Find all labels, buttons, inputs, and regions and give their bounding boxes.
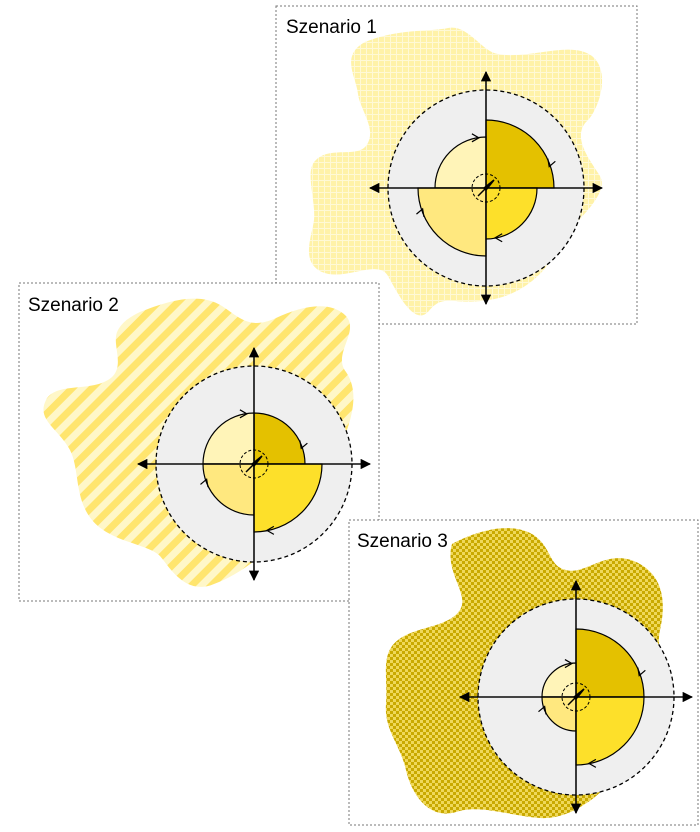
quadrant-sector	[575, 628, 645, 698]
compass-needle-icon	[567, 688, 585, 706]
scenario-label: Szenario 3	[357, 531, 448, 552]
quadrant-sector	[575, 696, 645, 766]
scenario-label: Szenario 1	[286, 17, 377, 38]
quadrant-sector	[202, 463, 255, 516]
flow-arrow	[299, 440, 308, 450]
flow-arrow	[538, 705, 547, 715]
compass-needle-icon	[477, 179, 495, 197]
center-ring	[471, 173, 501, 203]
quadrant-sector	[434, 136, 487, 189]
quadrant-sector	[202, 412, 255, 465]
quadrant-sector	[541, 696, 577, 732]
flow-arrow	[493, 233, 503, 243]
flow-arrow	[416, 207, 425, 217]
center-ring	[561, 682, 591, 712]
flow-arrow	[637, 667, 646, 677]
flow-arrow	[239, 409, 249, 419]
quadrant-sector	[253, 412, 306, 465]
scenario-3: Szenario 3	[348, 519, 699, 826]
quadrant-sector	[485, 119, 555, 189]
flow-arrow	[200, 478, 209, 488]
quadrant-sector	[541, 662, 577, 698]
quadrant-sector	[253, 463, 323, 533]
flow-arrow	[587, 758, 597, 768]
quadrant-sector	[485, 187, 538, 240]
quadrant-sector	[417, 187, 487, 257]
flow-arrow	[547, 158, 556, 168]
compass-needle-icon	[245, 455, 263, 473]
scenario-2: Szenario 2	[18, 282, 380, 602]
flow-arrow	[564, 659, 574, 669]
scenario-label: Szenario 2	[28, 295, 119, 316]
flow-arrow	[265, 525, 275, 535]
flow-arrow	[471, 133, 481, 143]
center-ring	[239, 449, 269, 479]
scenario-1: Szenario 1	[275, 5, 638, 325]
